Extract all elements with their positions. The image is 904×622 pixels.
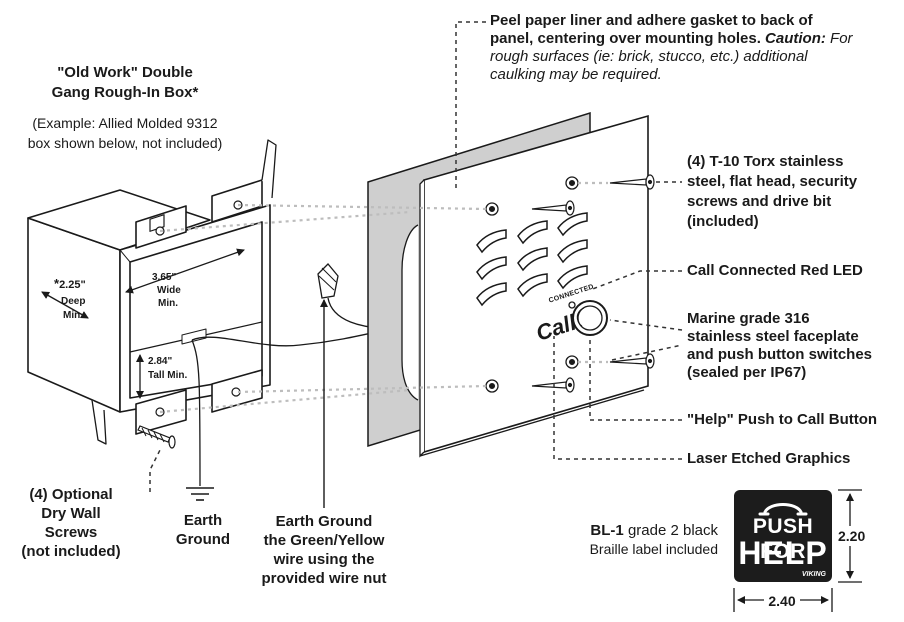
label-height-dimension: 2.20 [838, 528, 866, 544]
help-button-callout: "Help" Push to Call Button [687, 411, 878, 428]
screws-callout-line4: (included) [687, 213, 759, 230]
earth-wire-callout-line3: wire using the [273, 551, 375, 568]
led-indicator [568, 301, 576, 309]
faceplate-screw-holes [485, 176, 579, 393]
gasket-callout-line4: caulking may be required. [490, 66, 662, 83]
deep-dimension-value: *2.25" [54, 276, 86, 291]
drywall-callout-line1: (4) Optional [29, 486, 113, 503]
gasket-callout-line1: Peel paper liner and adhere gasket to ba… [490, 12, 813, 29]
earth-ground-icon [186, 487, 214, 501]
label-brand-logo: VIKING [801, 571, 826, 578]
box-example-line2: box shown below, not included) [27, 135, 223, 151]
braille-label [734, 490, 832, 582]
torx-screws [531, 174, 655, 393]
earth-wire-callout-line2: the Green/Yellow [263, 532, 385, 549]
braille-label-desc-line2: Braille label included [589, 541, 718, 557]
label-text-push-for: PUSH FOR [752, 515, 814, 564]
drywall-callout-line4: (not included) [21, 543, 121, 560]
screws-callout-line1: (4) T-10 Torx stainless [687, 153, 844, 170]
marine-callout-line4: (sealed per IP67) [687, 364, 807, 381]
tall-dimension-label: Tall Min. [148, 370, 188, 381]
wide-dimension-label2: Min. [158, 298, 178, 309]
drywall-callout-line2: Dry Wall [41, 505, 101, 522]
laser-callout: Laser Etched Graphics [687, 450, 851, 467]
push-to-call-button [572, 300, 608, 336]
screws-callout-line2: steel, flat head, security [687, 173, 858, 190]
earth-wire-callout-line1: Earth Ground [275, 513, 373, 530]
earth-ground-label-line2: Ground [175, 531, 231, 548]
speaker-grille [476, 212, 588, 307]
earth-wire-callout-line4: provided wire nut [261, 570, 387, 587]
deep-dimension-label2: Min. [63, 310, 83, 321]
box-example-line1: (Example: Allied Molded 9312 [32, 115, 218, 131]
earth-wire [191, 339, 201, 487]
box-title-line1: "Old Work" Double [57, 64, 193, 81]
mounting-ear-bottom-right [211, 369, 263, 413]
tall-dimension-value: 2.84" [148, 356, 173, 367]
braille-label-desc-line1: BL-1 grade 2 black [590, 522, 718, 539]
leader-lines [149, 21, 683, 492]
phone-handset-icon [758, 503, 808, 516]
marine-callout-line2: stainless steel faceplate [687, 328, 859, 345]
wide-dimension-label1: Wide [157, 285, 181, 296]
box-title-line2: Gang Rough-In Box* [51, 84, 199, 101]
screws-callout-line3: screws and drive bit [687, 193, 832, 210]
wide-dimension-value: 3.65" [152, 272, 177, 283]
label-dimension-lines [733, 489, 862, 612]
gasket-callout: Peel paper liner and adhere gasket to ba… [490, 12, 898, 84]
alignment-guides [159, 181, 608, 414]
gasket-callout-line2: panel, centering over mounting holes. Ca… [490, 30, 853, 47]
drywall-callout-line3: Screws [44, 524, 98, 541]
box-dimension-arrows [41, 248, 245, 399]
deep-dimension-label1: Deep [61, 296, 86, 307]
earth-ground-label-line1: Earth [183, 512, 223, 529]
mounting-ear-top-right [211, 179, 263, 223]
label-text-help: HELP [738, 535, 828, 571]
label-width-dimension: 2.40 [768, 593, 796, 609]
gasket-callout-line3: rough surfaces (ie: brick, stucco, etc.)… [490, 48, 808, 65]
led-callout: Call Connected Red LED [687, 262, 863, 279]
marine-callout-line1: Marine grade 316 [687, 310, 810, 327]
drywall-screw [137, 425, 176, 449]
marine-callout-line3: and push button switches [687, 346, 873, 363]
